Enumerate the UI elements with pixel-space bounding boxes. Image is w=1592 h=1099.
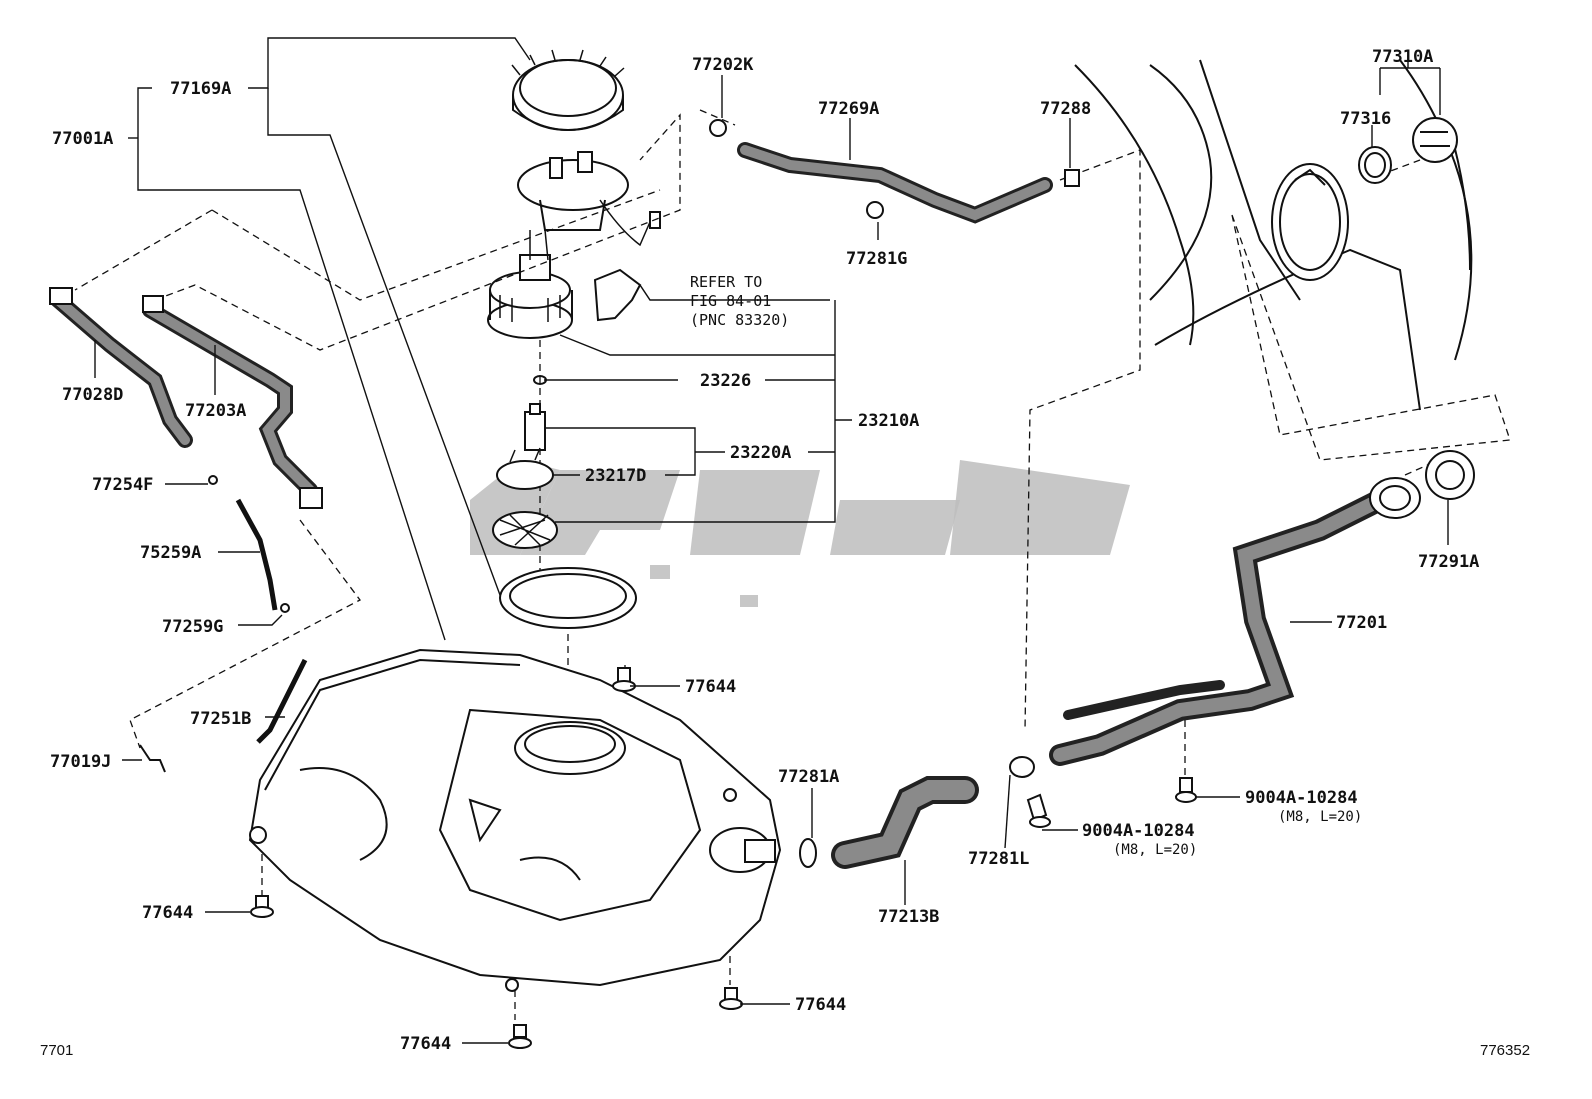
label-77644-bottom-right: 77644 xyxy=(795,995,846,1015)
label-77203A: 77203A xyxy=(185,401,246,421)
clip-77019J xyxy=(139,744,166,773)
label-77644-left: 77644 xyxy=(142,903,193,923)
label-77259G: 77259G xyxy=(162,617,223,637)
body-panel xyxy=(1074,59,1473,411)
label-77281A: 77281A xyxy=(778,767,839,787)
refer-note-line1: REFER TO xyxy=(690,273,762,291)
label-77644-top: 77644 xyxy=(685,677,736,697)
corner-code-right: 776352 xyxy=(1480,1042,1530,1059)
label-77644-bottom-mid: 77644 xyxy=(400,1034,451,1054)
corner-code-left: 7701 xyxy=(40,1042,73,1059)
tank-gasket-part xyxy=(499,567,637,629)
filter-cap-part xyxy=(496,447,554,490)
lock-ring-part xyxy=(511,49,625,131)
label-77291A: 77291A xyxy=(1418,552,1479,572)
label-77169A: 77169A xyxy=(170,79,231,99)
label-23217D: 23217D xyxy=(585,466,646,486)
o-ring-23226 xyxy=(533,375,547,385)
label-9004A-right: 9004A-10284 xyxy=(1245,788,1358,808)
label-77201: 77201 xyxy=(1336,613,1387,633)
clamp-77281L xyxy=(1009,756,1035,778)
bracket-77001A xyxy=(128,37,531,641)
filler-pipe-77201 xyxy=(1049,477,1421,766)
label-75259A: 75259A xyxy=(140,543,201,563)
label-77269A: 77269A xyxy=(818,99,879,119)
pump-flange-part xyxy=(517,151,661,247)
bracket-77310A xyxy=(1371,55,1441,148)
label-23226: 23226 xyxy=(700,371,751,391)
hose-77251B xyxy=(256,658,308,744)
label-77251B: 77251B xyxy=(190,709,251,729)
refer-note-line2: FIG 84-01 xyxy=(690,292,771,310)
label-77028D: 77028D xyxy=(62,385,123,405)
bolt-77644-bottom-mid xyxy=(508,1024,532,1049)
gasket-77316 xyxy=(1358,146,1392,184)
label-77288: 77288 xyxy=(1040,99,1091,119)
label-77310A: 77310A xyxy=(1372,47,1433,67)
fuel-cap-77310A xyxy=(1412,117,1458,163)
label-23220A: 23220A xyxy=(730,443,791,463)
label-9004A-right-spec: (M8, L=20) xyxy=(1278,809,1362,825)
vent-hose-77028D xyxy=(49,287,193,448)
grommet-77291A xyxy=(1425,450,1475,500)
clamp-77281A xyxy=(799,838,817,868)
label-23210A: 23210A xyxy=(858,411,919,431)
label-9004A-left-spec: (M8, L=20) xyxy=(1113,842,1197,858)
filler-hose-77213B xyxy=(831,776,979,869)
label-77316: 77316 xyxy=(1340,109,1391,129)
fuel-tank-part xyxy=(248,648,782,992)
bolt-77644-left xyxy=(250,895,274,918)
refer-note-line3: (PNC 83320) xyxy=(690,311,789,329)
strainer-part xyxy=(492,511,558,549)
label-77254F: 77254F xyxy=(92,475,153,495)
label-77281G: 77281G xyxy=(846,249,907,269)
label-77202K: 77202K xyxy=(692,55,754,75)
leader-lines xyxy=(94,75,1449,1044)
pump-motor-part xyxy=(524,403,546,451)
bolt-77644-bottom-right xyxy=(719,987,743,1010)
label-77281L: 77281L xyxy=(968,849,1029,869)
small-hose-75259A xyxy=(208,475,290,613)
bolt-9004A-right xyxy=(1175,777,1197,803)
bolt-9004A-left xyxy=(1026,793,1051,828)
breather-hose-77269A xyxy=(709,119,1080,224)
label-9004A-left: 9004A-10284 xyxy=(1082,821,1195,841)
label-77019J: 77019J xyxy=(50,752,111,772)
bolt-77644-top xyxy=(612,667,636,692)
label-77213B: 77213B xyxy=(878,907,939,927)
label-77001A: 77001A xyxy=(52,129,113,149)
fuel-pump-assembly-part xyxy=(487,229,830,339)
vent-hose-77203A xyxy=(142,295,323,509)
